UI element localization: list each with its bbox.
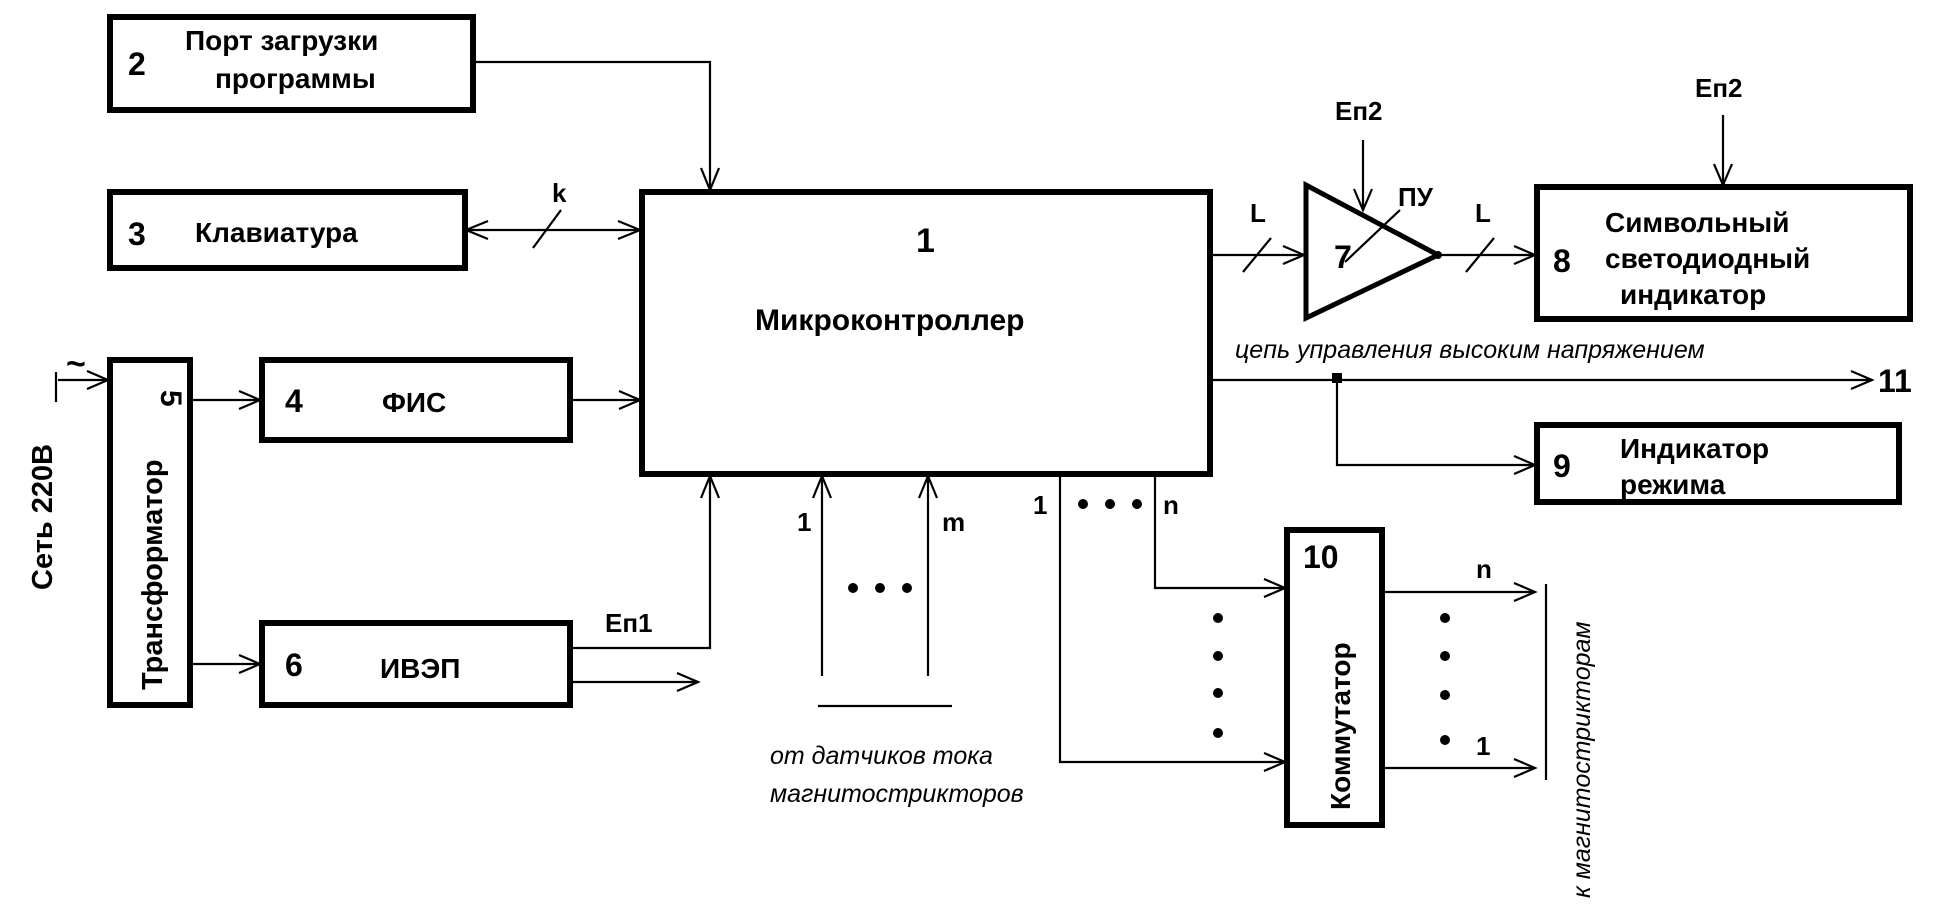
ivep-label: ИВЭП [380, 653, 460, 684]
amplifier-block: 7 ПУ [1306, 182, 1438, 318]
sensor-m-label: m [942, 507, 965, 537]
transformer-block: 5 Трансформатор [110, 360, 190, 705]
program-port-block: 2 Порт загрузки программы [110, 17, 473, 110]
program-port-label-line2: программы [215, 63, 376, 94]
connections [56, 62, 1872, 780]
ivep-block: 6 ИВЭП [262, 623, 570, 705]
sensors-label-line2: магнитострикторов [770, 780, 1024, 808]
fis-label: ФИС [382, 387, 446, 418]
sensors-label-line1: от датчиков тока [770, 742, 993, 770]
bus-k-label: k [552, 178, 567, 208]
display-label-line2: светодиодный [1605, 243, 1810, 274]
mode-indicator-number: 9 [1553, 448, 1571, 484]
program-port-number: 2 [128, 46, 146, 82]
ep1-label: Eп1 [605, 608, 653, 638]
ivep-number: 6 [285, 647, 303, 683]
mcu-output-1-label: 1 [1033, 490, 1047, 520]
mode-indicator-block: 9 Индикатор режима [1537, 425, 1899, 502]
mains-tilde: ~ [66, 345, 86, 383]
keyboard-number: 3 [128, 216, 146, 252]
commutator-block: 10 Коммутатор [1287, 530, 1382, 825]
display-block: 8 Символьный светодиодный индикатор [1537, 187, 1910, 319]
keyboard-block: 3 Клавиатура [110, 192, 465, 268]
transformer-label: Трансформатор [137, 459, 169, 690]
hv-line-label: цепь управления высоким напряжением [1235, 336, 1705, 364]
keyboard-label: Клавиатура [195, 217, 358, 248]
display-number: 8 [1553, 243, 1571, 279]
microcontroller-label: Микроконтроллер [755, 304, 1025, 337]
program-port-label-line1: Порт загрузки [185, 25, 378, 56]
commutator-label: Коммутатор [1325, 642, 1356, 810]
fis-block: 4 ФИС [262, 360, 570, 440]
mains-label: Сеть 220В [27, 444, 59, 590]
bus-l2-label: L [1475, 198, 1491, 228]
mode-indicator-label-line2: режима [1620, 469, 1726, 500]
bus-l1-label: L [1250, 198, 1266, 228]
fis-number: 4 [285, 383, 303, 419]
commutator-number: 10 [1303, 539, 1339, 575]
ep2-amp-label: Eп2 [1335, 96, 1383, 126]
switch-output-n-label: n [1476, 554, 1492, 584]
sensor-1-label: 1 [797, 507, 811, 537]
to-magnetostrictors-label: к магнитострикторам [1568, 621, 1596, 898]
transformer-number: 5 [154, 390, 187, 407]
ep2-display-label: Eп2 [1695, 73, 1743, 103]
microcontroller-number: 1 [916, 222, 935, 260]
output-11-label: 11 [1878, 363, 1912, 399]
switch-output-1-label: 1 [1476, 731, 1490, 761]
mode-indicator-label-line1: Индикатор [1620, 433, 1769, 464]
display-label-line3: индикатор [1620, 279, 1766, 310]
mcu-output-n-label: n [1163, 490, 1179, 520]
amplifier-label: ПУ [1398, 182, 1434, 212]
display-label-line1: Символьный [1605, 207, 1789, 238]
ellipsis-dots [848, 499, 1450, 745]
microcontroller-block: 1 Микроконтроллер [642, 192, 1210, 474]
